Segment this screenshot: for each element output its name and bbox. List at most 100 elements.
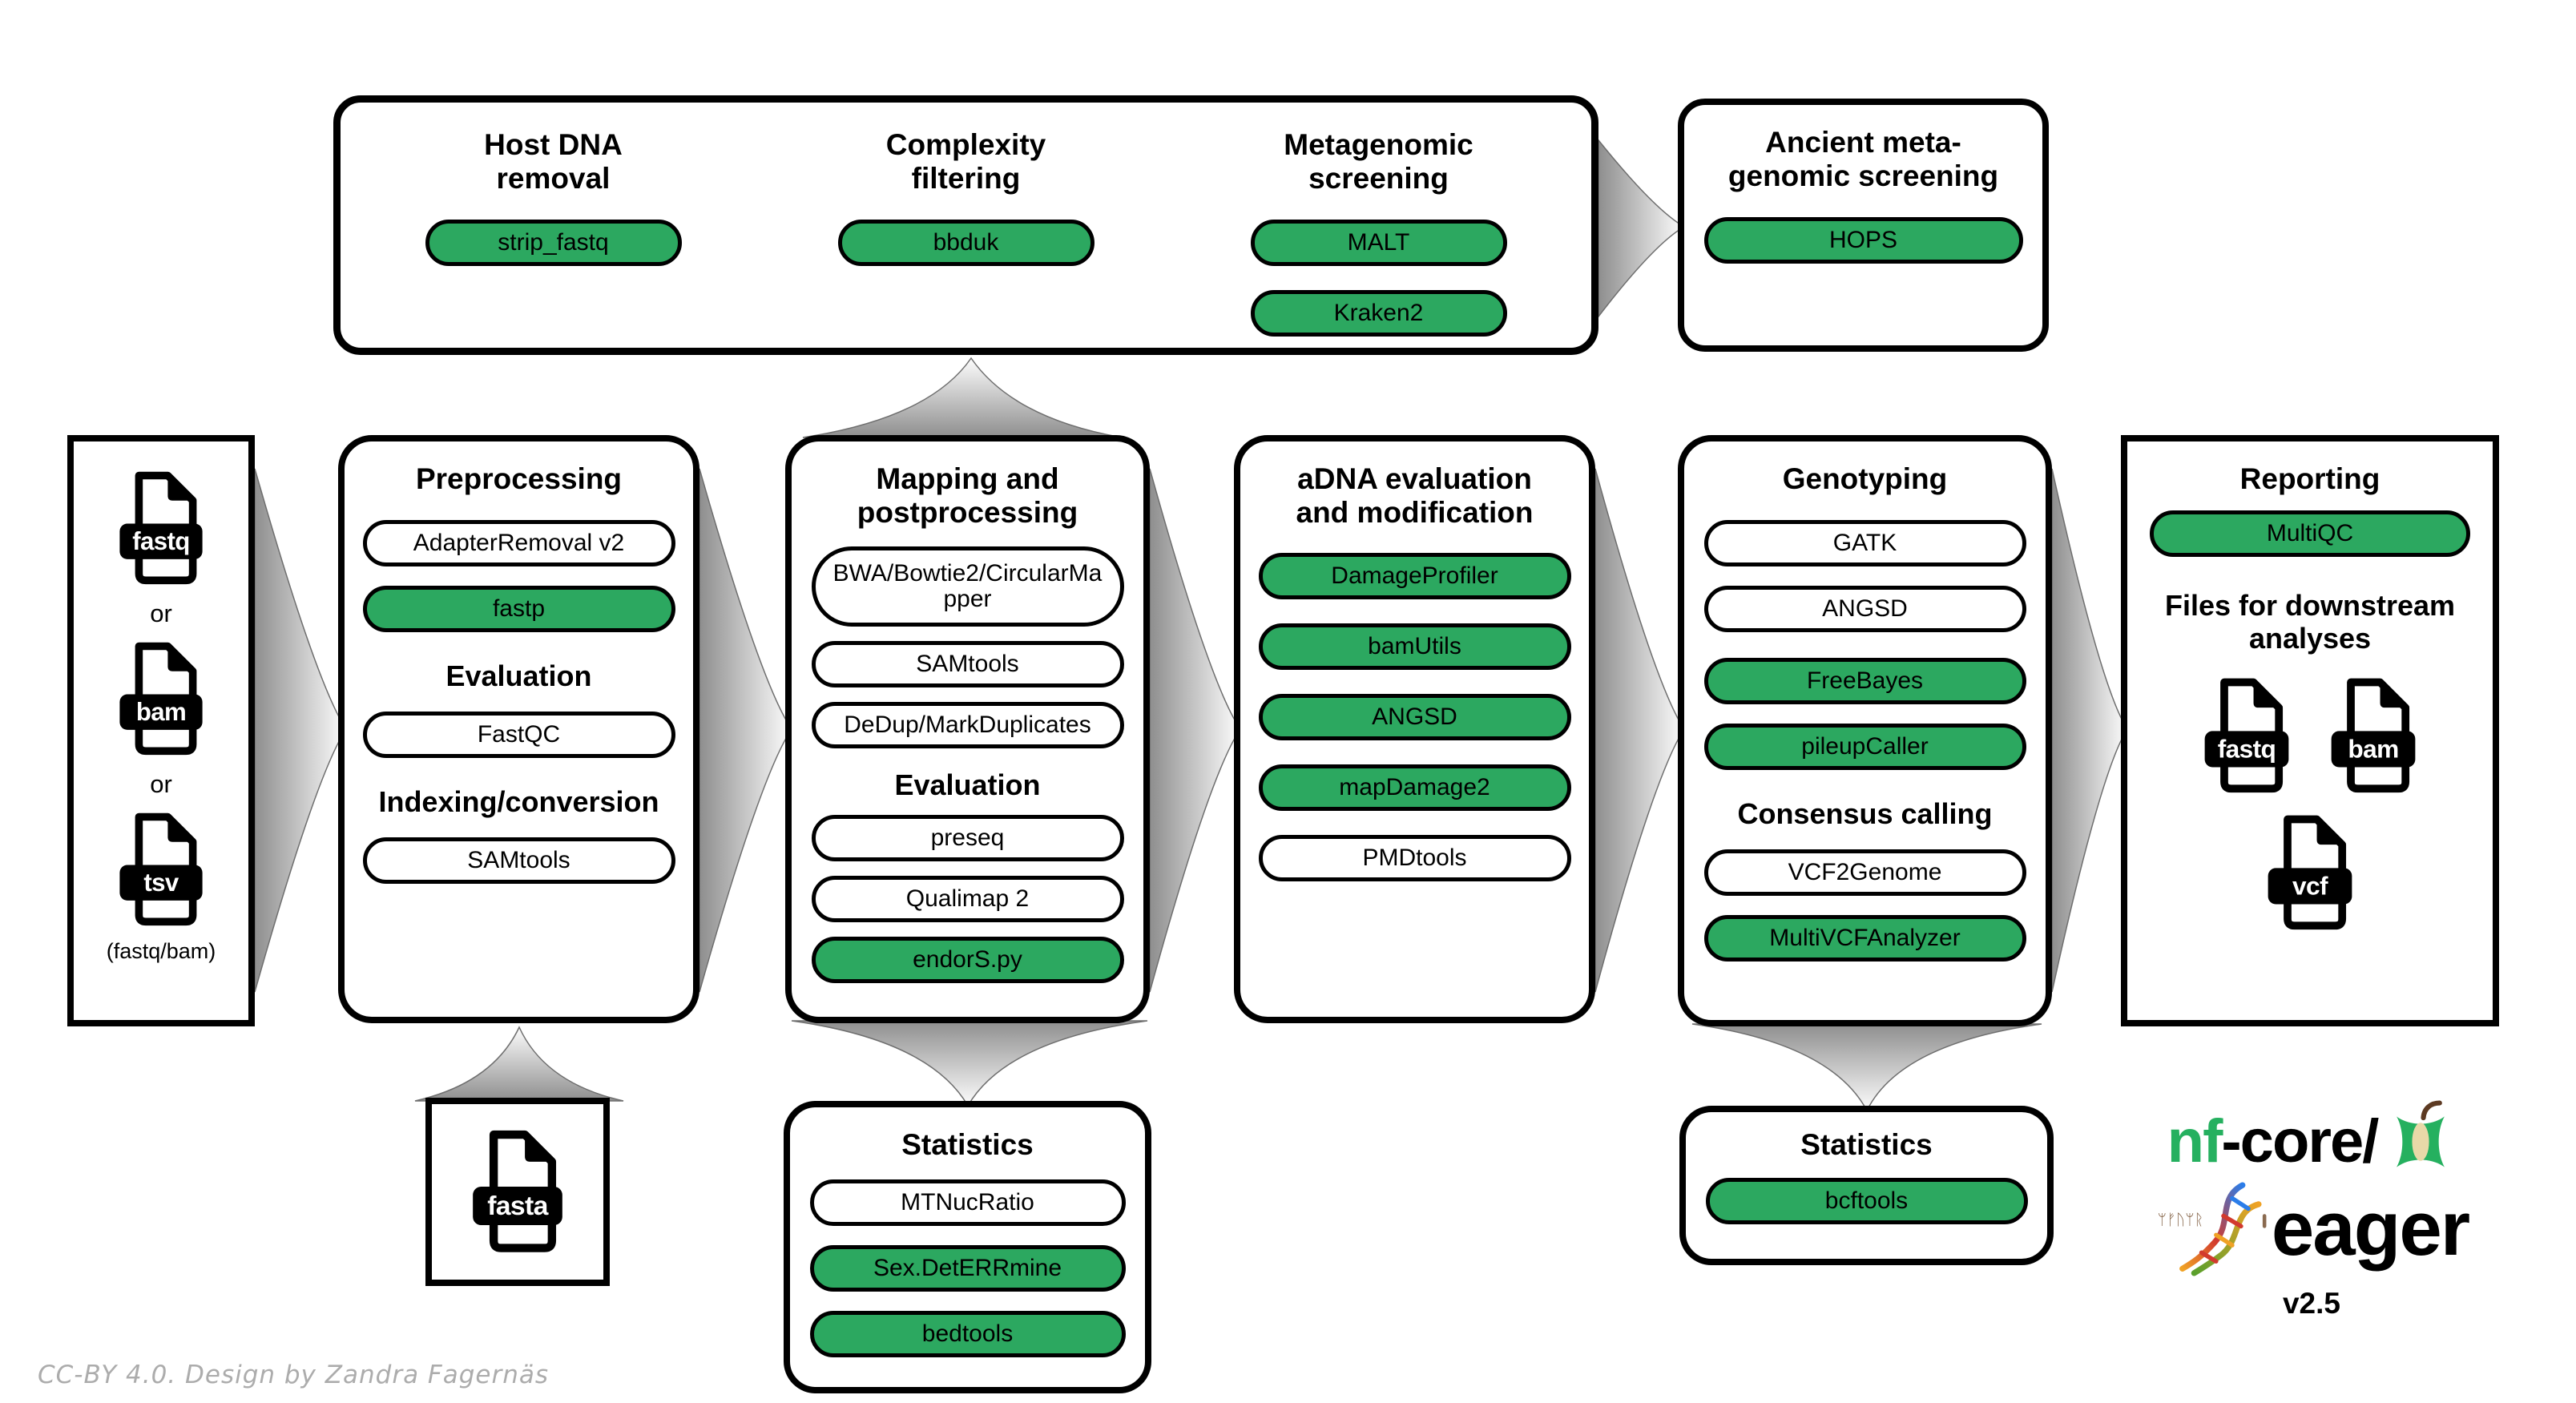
adna-evaluation-panel: aDNA evaluation and modification DamageP… <box>1234 435 1595 1023</box>
genotyping-statistics-panel: Statistics bcftools <box>1679 1106 2054 1265</box>
tool-pill-freebayes: FreeBayes <box>1703 658 2026 705</box>
tool-pill-preseq: preseq <box>811 815 1124 862</box>
ancient-screening-panel: Ancient meta-genomic screening HOPS <box>1678 99 2049 352</box>
tool-pill-mapdamage2: mapDamage2 <box>1258 764 1571 812</box>
tsv-file-icon: tsv <box>119 812 203 926</box>
preprocessing-title: Preprocessing <box>415 462 623 495</box>
reporting-panel: Reporting MultiQC Files for downstream a… <box>2121 435 2499 1026</box>
tool-pill-angsd-genotyping: ANGSD <box>1703 586 2026 633</box>
tool-pill-malt: MALT <box>1250 220 1507 267</box>
tool-pill-qualimap-2: Qualimap 2 <box>811 876 1124 923</box>
vcf-output-file-icon: vcf <box>2268 815 2352 930</box>
bam-output-file-icon: bam <box>2331 678 2416 793</box>
tool-pill-strip-fastq: strip_fastq <box>425 220 682 267</box>
or-separator: or <box>150 599 172 627</box>
tool-pill-samtools-mapping: SAMtools <box>811 641 1124 688</box>
flow-arrow-input-to-preprocessing <box>254 468 347 993</box>
svg-text:tsv: tsv <box>143 869 179 897</box>
svg-text:fastq: fastq <box>2218 735 2276 764</box>
nf-core-eager-logo: nf-core/ ᛘᚠᚢᛘᚱ eager <box>2115 1099 2508 1320</box>
svg-text:vcf: vcf <box>2292 872 2328 901</box>
tool-pill-mtnucratio: MTNucRatio <box>809 1179 1126 1227</box>
tool-pill-dedup-markduplicates: DeDup/MarkDuplicates <box>811 702 1124 749</box>
flow-arrow-adna-to-genotyping <box>1594 468 1685 993</box>
tool-pill-pileupcaller: pileupCaller <box>1703 724 2026 771</box>
mapping-title: Mapping and postprocessing <box>857 462 1078 530</box>
downstream-files-row: fastq bam <box>2198 675 2422 796</box>
complexity-filtering-group: Complexity filtering bbduk <box>760 114 1172 290</box>
tool-pill-samtools-indexing: SAMtools <box>362 837 675 885</box>
genotyping-title: Genotyping <box>1782 462 1948 495</box>
input-files-panel: fastq or bam or tsv (fastq/bam) <box>67 435 255 1026</box>
logo-pipeline-line: ᛘᚠᚢᛘᚱ eager <box>2155 1178 2470 1280</box>
tool-pill-hops: HOPS <box>1703 217 2023 264</box>
tool-pill-kraken2: Kraken2 <box>1250 290 1507 337</box>
logo-nf-text: nf <box>2167 1107 2223 1175</box>
fasta-file-icon: fasta <box>473 1130 562 1252</box>
flow-arrow-metagenomic-to-ancient <box>1598 138 1686 319</box>
mapping-panel: Mapping and postprocessing BWA/Bowtie2/C… <box>785 435 1150 1023</box>
tool-pill-angsd-adna: ANGSD <box>1258 694 1571 741</box>
tool-pill-bbduk: bbduk <box>837 220 1094 267</box>
host-dna-removal-group: Host DNA removal strip_fastq <box>347 114 760 290</box>
flow-arrow-genotyping-to-statistics <box>1691 1023 2042 1112</box>
indexing-conversion-heading: Indexing/conversion <box>378 785 659 819</box>
fastq-file-icon: fastq <box>119 471 203 585</box>
tool-pill-multivcfanalyzer: MultiVCFAnalyzer <box>1703 915 2026 962</box>
apple-core-icon <box>2397 1100 2445 1167</box>
svg-text:bam: bam <box>2348 735 2398 764</box>
reference-fasta-panel: fasta <box>425 1098 610 1286</box>
logo-brand-line: nf-core/ <box>2167 1099 2457 1184</box>
genotyping-panel: Genotyping GATK ANGSD FreeBayes pileupCa… <box>1678 435 2052 1026</box>
bam-file-icon: bam <box>119 642 203 756</box>
metagenomic-screening-group: Metagenomic screening MALT Kraken2 <box>1172 114 1585 361</box>
flow-arrow-mapping-to-statistics <box>791 1020 1148 1107</box>
reporting-title: Reporting <box>2239 462 2380 495</box>
input-caption: (fastq/bam) <box>106 939 216 963</box>
flow-arrow-mapping-to-adna <box>1149 468 1241 993</box>
preprocessing-panel: Preprocessing AdapterRemoval v2 fastp Ev… <box>338 435 699 1023</box>
tool-pill-multiqc: MultiQC <box>2150 510 2470 558</box>
svg-text:bam: bam <box>136 698 186 726</box>
metagenomic-screening-title: Metagenomic screening <box>1284 128 1473 196</box>
evaluation-heading: Evaluation <box>445 659 592 693</box>
complexity-filtering-title: Complexity filtering <box>885 128 1046 196</box>
tool-pill-fastp: fastp <box>362 586 675 633</box>
mapping-statistics-panel: Statistics MTNucRatio Sex.DetERRmine bed… <box>784 1101 1151 1393</box>
svg-text:fasta: fasta <box>487 1191 548 1221</box>
flow-arrow-preprocessing-to-mapping <box>699 468 792 993</box>
mapping-statistics-title: Statistics <box>901 1128 1034 1161</box>
tool-pill-endors-py: endorS.py <box>811 937 1124 984</box>
tool-pill-bamutils: bamUtils <box>1258 623 1571 671</box>
tool-pill-adapterremoval-v2: AdapterRemoval v2 <box>362 520 675 567</box>
tool-pill-bedtools: bedtools <box>809 1311 1126 1358</box>
logo-core-text: -core/ <box>2221 1107 2379 1175</box>
tool-pill-bwa-bowtie2-circularmapper: BWA/Bowtie2/CircularMapper <box>811 546 1124 627</box>
adna-evaluation-title: aDNA evaluation and modification <box>1296 462 1534 530</box>
tool-pill-fastqc: FastQC <box>362 712 675 759</box>
tool-pill-gatk: GATK <box>1703 520 2026 567</box>
tool-pill-pmdtools: PMDtools <box>1258 835 1571 882</box>
logo-eager-text: eager <box>2271 1186 2470 1272</box>
logo-version: v2.5 <box>2282 1287 2340 1320</box>
genotyping-statistics-title: Statistics <box>1800 1128 1933 1161</box>
ancient-screening-title: Ancient meta-genomic screening <box>1727 126 1999 193</box>
license-credit-text: CC-BY 4.0. Design by Zandra Fagernäs <box>38 1361 550 1389</box>
rune-text: ᛘᚠᚢᛘᚱ <box>2158 1211 2204 1229</box>
flow-arrow-mapping-to-screening <box>802 357 1123 438</box>
tool-pill-bcftools: bcftools <box>1705 1178 2028 1225</box>
tool-pill-damageprofiler: DamageProfiler <box>1258 553 1571 600</box>
consensus-calling-heading: Consensus calling <box>1737 797 1993 831</box>
flow-arrow-fasta-to-preprocessing <box>414 1026 624 1102</box>
tool-pill-vcf2genome: VCF2Genome <box>1703 849 2026 897</box>
host-dna-removal-title: Host DNA removal <box>484 128 623 196</box>
flow-arrow-genotyping-to-reporting <box>2051 468 2128 993</box>
dna-helix-icon: ᛘᚠᚢᛘᚱ <box>2158 1182 2267 1276</box>
evaluation-heading: Evaluation <box>894 768 1041 802</box>
svg-text:fastq: fastq <box>132 527 190 555</box>
tool-pill-sex-deterrmine: Sex.DetERRmine <box>809 1245 1126 1292</box>
screening-panel: Host DNA removal strip_fastq Complexity … <box>333 95 1598 355</box>
downstream-files-heading: Files for downstream analyses <box>2164 589 2456 655</box>
fastq-output-file-icon: fastq <box>2204 678 2289 793</box>
